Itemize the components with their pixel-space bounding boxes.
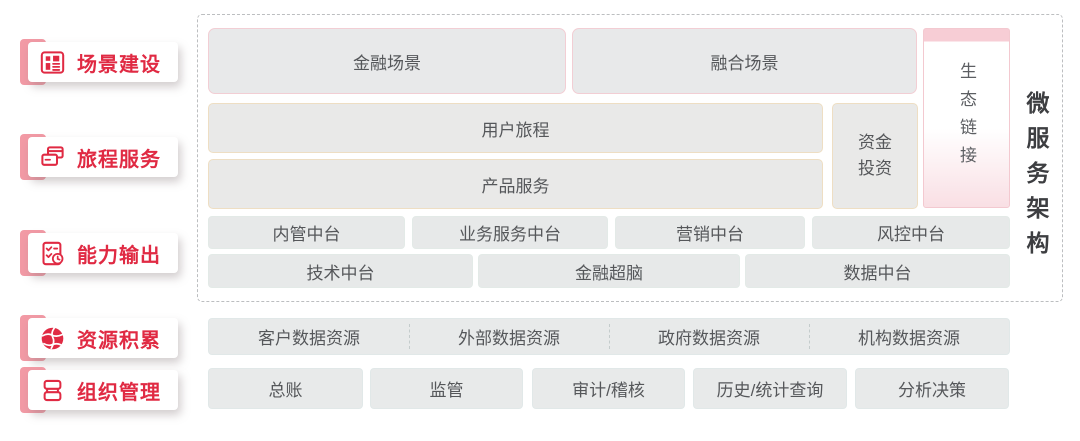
ribbon-card: 组织管理 — [28, 370, 178, 410]
resource-segment-customer: 客户数据资源 — [258, 329, 360, 348]
box-technology-platform: 技术中台 — [208, 254, 473, 288]
cards-icon — [41, 145, 64, 166]
globe-icon — [41, 326, 64, 349]
sidebar-label: 资源积累 — [77, 329, 161, 352]
box-user-journey: 用户旅程 — [208, 103, 823, 153]
box-eco-link: 生态链接 — [923, 28, 1010, 208]
box-marketing-platform: 营销中台 — [615, 216, 805, 249]
resource-bar: 客户数据资源 外部数据资源 政府数据资源 机构数据资源 — [208, 318, 1010, 355]
sidebar-item-capability-output: 能力输出 — [20, 230, 178, 276]
microservice-frame — [197, 14, 1063, 302]
resource-segment-institution: 机构数据资源 — [809, 319, 1009, 354]
capital-investment-label: 资金投资 — [858, 132, 892, 178]
org-flow-icon — [43, 379, 62, 401]
box-audit: 审计/稽核 — [532, 368, 685, 409]
box-analysis-decision: 分析决策 — [855, 368, 1009, 409]
sidebar-item-resource-accumulation: 资源积累 — [20, 315, 178, 361]
box-fusion-scene: 融合场景 — [572, 28, 917, 94]
layout-grid-icon — [40, 50, 65, 74]
sidebar-label: 组织管理 — [77, 381, 161, 404]
resource-segment-external: 外部数据资源 — [409, 319, 609, 354]
box-data-platform: 数据中台 — [745, 254, 1010, 288]
box-capital-investment: 资金投资 — [832, 103, 918, 209]
checklist-clock-icon — [42, 241, 64, 265]
ribbon-card: 旅程服务 — [28, 137, 178, 177]
resource-segment-government: 政府数据资源 — [609, 319, 809, 354]
sidebar-label: 场景建设 — [77, 53, 161, 76]
box-internal-mgmt-platform: 内管中台 — [208, 216, 405, 249]
sidebar-label: 旅程服务 — [77, 148, 161, 171]
box-risk-control-platform: 风控中台 — [812, 216, 1010, 249]
ribbon-card: 能力输出 — [28, 233, 178, 273]
eco-link-label: 生态链接 — [957, 62, 976, 174]
box-product-service: 产品服务 — [208, 159, 823, 209]
box-business-service-platform: 业务服务中台 — [412, 216, 608, 249]
sidebar-item-scene-construction: 场景建设 — [20, 39, 178, 85]
vertical-title-text: 微服务架构 — [1023, 90, 1049, 266]
box-financial-scene: 金融场景 — [208, 28, 566, 94]
ribbon-card: 场景建设 — [28, 42, 178, 82]
sidebar-item-organization-management: 组织管理 — [20, 367, 178, 413]
box-history-stat-query: 历史/统计查询 — [693, 368, 847, 409]
box-regulation: 监管 — [370, 368, 523, 409]
box-financial-superbrain: 金融超脑 — [478, 254, 740, 288]
ribbon-card: 资源积累 — [28, 318, 178, 358]
sidebar-item-journey-service: 旅程服务 — [20, 134, 178, 180]
sidebar-label: 能力输出 — [77, 244, 161, 267]
vertical-title-microservice: 微服务架构 — [1014, 90, 1058, 266]
box-general-ledger: 总账 — [208, 368, 363, 409]
